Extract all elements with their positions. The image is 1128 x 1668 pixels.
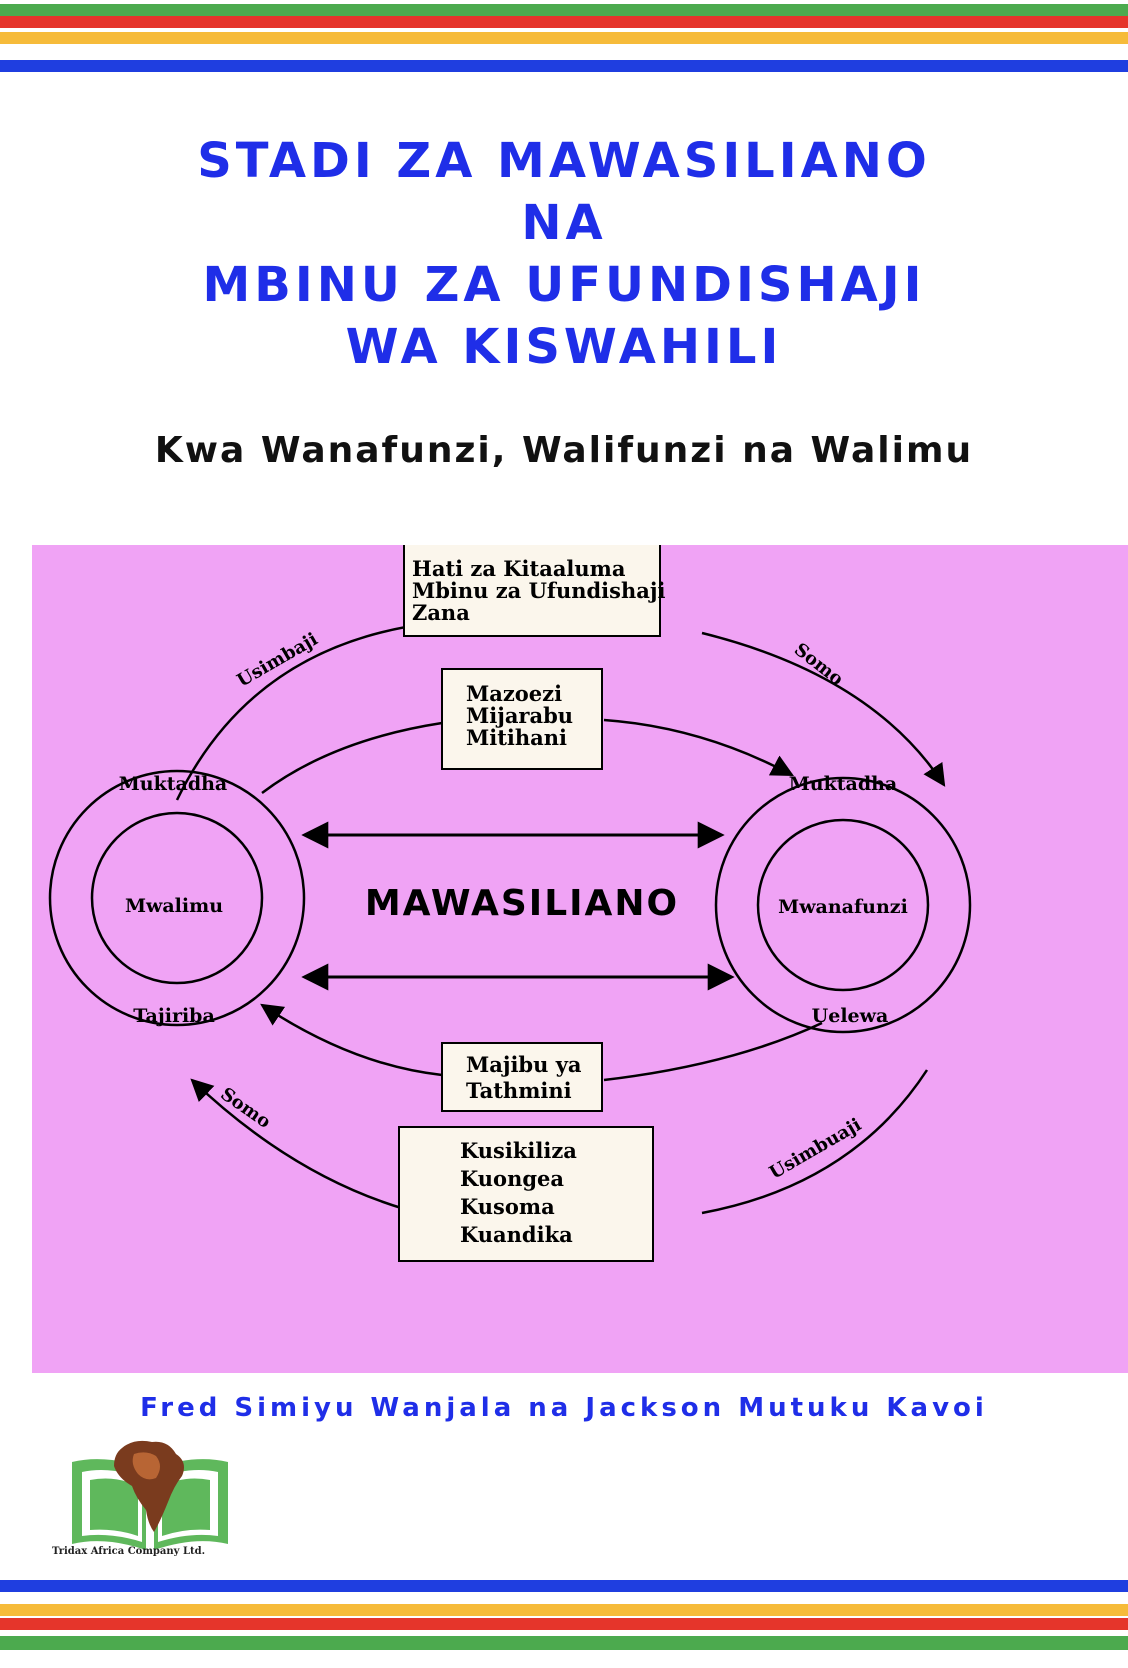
- right-outer-bottom-label: Uelewa: [812, 1005, 889, 1027]
- bottom-box: [398, 1126, 654, 1262]
- arc-inner-top-left: [261, 721, 443, 794]
- middle-bottom-box-line-1: Majibu ya: [466, 1052, 582, 1077]
- middle-top-box-line-3: Mitihani: [466, 725, 567, 750]
- publisher-logo: [72, 1440, 228, 1550]
- left-outer-circle: [48, 769, 306, 1027]
- title-line-3: MBINU ZA UFUNDISHAJI: [202, 257, 926, 313]
- middle-bottom-box: [441, 1042, 603, 1112]
- title-line-1: STADI ZA MAWASILIANO: [197, 133, 931, 189]
- title-line-4: WA KISWAHILI: [345, 319, 783, 375]
- arc-top-left: [175, 621, 433, 801]
- middle-top-box-line-1: Mazoezi: [466, 681, 562, 706]
- bottom-box-line-3: Kusoma: [460, 1194, 555, 1219]
- bottom-box-line-1: Kusikiliza: [460, 1138, 577, 1163]
- middle-top-box-line-2: Mijarabu: [466, 703, 573, 728]
- book-subtitle: Kwa Wanafunzi, Walifunzi na Walimu: [154, 430, 974, 471]
- title-line-2: NA: [521, 195, 607, 251]
- arc-inner-bottom-left: [260, 1003, 443, 1077]
- top-box-line-3: Zana: [412, 600, 470, 625]
- left-inner-label: Mwalimu: [125, 895, 223, 917]
- authors: Fred Simiyu Wanjala na Jackson Mutuku Ka…: [140, 1393, 988, 1423]
- book-title: STADI ZA MAWASILIANO NA MBINU ZA UFUNDIS…: [0, 130, 1128, 378]
- center-label: MAWASILIANO: [365, 883, 679, 924]
- middle-top-box: [441, 668, 603, 770]
- middle-bottom-box-line-2: Tathmini: [466, 1078, 572, 1103]
- right-inner-label: Mwanafunzi: [778, 896, 908, 918]
- arc-top-right: [701, 631, 946, 787]
- left-outer-top-label: Muktadha: [119, 773, 228, 795]
- left-outer-bottom-label: Tajiriba: [133, 1005, 215, 1027]
- bottom-stripes: [0, 1578, 1128, 1658]
- right-outer-top-label: Muktadha: [789, 773, 898, 795]
- bottom-box-line-4: Kuandika: [460, 1222, 573, 1247]
- arc-inner-bottom-right: [603, 1021, 823, 1082]
- top-box-line-2: Mbinu za Ufundishaji: [412, 578, 665, 603]
- arc-bottom-left: [190, 1078, 428, 1217]
- arc-bottom-right: [701, 1069, 929, 1215]
- arc-inner-top-right: [603, 718, 794, 777]
- left-inner-circle: [90, 811, 264, 985]
- publisher-name: Tridax Africa Company Ltd.: [52, 1546, 206, 1557]
- top-box-line-1: Hati za Kitaaluma: [412, 556, 626, 581]
- top-box: [403, 545, 661, 637]
- right-inner-circle: [756, 818, 930, 992]
- top-stripes: [0, 0, 1128, 80]
- communication-diagram: Hati za Kitaaluma Mbinu za Ufundishaji Z…: [32, 545, 1128, 1373]
- bottom-box-line-2: Kuongea: [460, 1166, 564, 1191]
- right-outer-circle: [714, 776, 972, 1034]
